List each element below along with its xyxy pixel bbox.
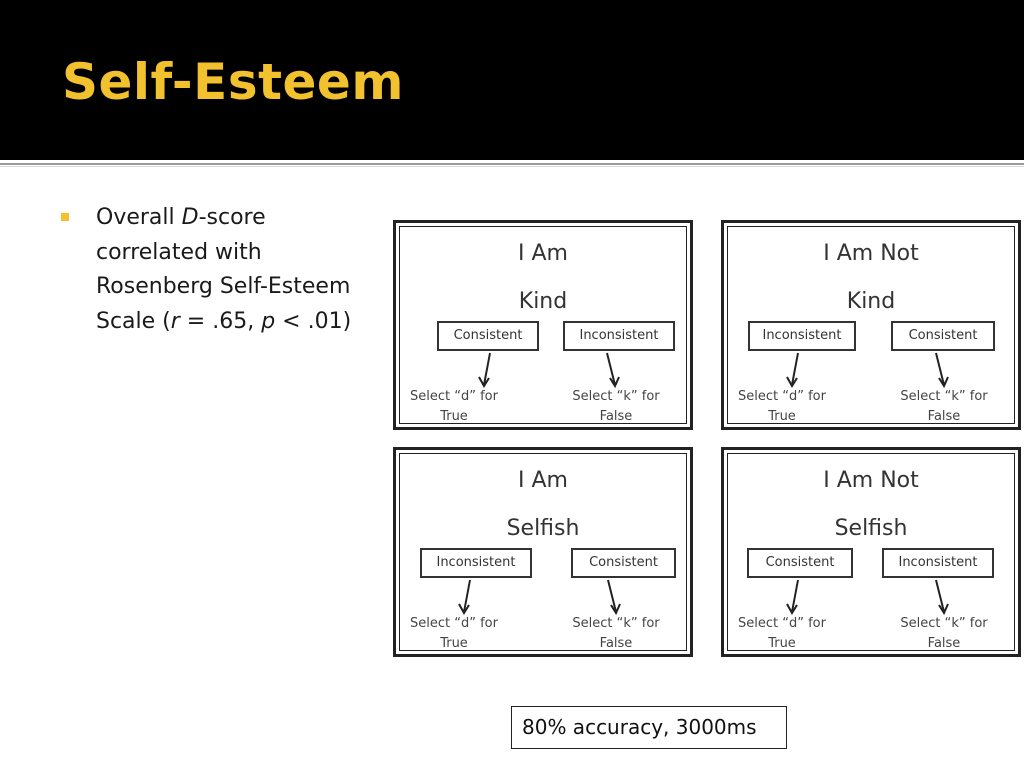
bullet-r-italic: r xyxy=(170,308,180,334)
instruction-line: True xyxy=(440,636,468,651)
instruction-line: True xyxy=(768,636,796,651)
arrow-left-icon xyxy=(786,352,799,388)
instruction-line: Select “d” for xyxy=(738,616,826,631)
option-left: Inconsistent xyxy=(748,321,856,351)
instruction-line: False xyxy=(599,636,633,651)
bullet-d-italic: D xyxy=(181,205,199,230)
arrow-right-icon xyxy=(935,352,949,389)
instruction-line: Select “d” for xyxy=(410,616,498,631)
arrow-right-icon xyxy=(606,352,620,389)
bullet-marker-icon xyxy=(61,213,69,221)
instruction-line: Select “d” for xyxy=(410,389,498,404)
bullet-text-part: = .65, xyxy=(179,308,262,334)
bullet-text-part: -score correlated with Rosenberg Self-Es… xyxy=(96,205,351,334)
title-divider-light xyxy=(0,166,1024,167)
panel-line-1: I Am xyxy=(518,468,568,493)
option-left: Consistent xyxy=(747,548,853,578)
slide-title: Self-Esteem xyxy=(62,53,404,111)
panel-line-1: I Am Not xyxy=(823,241,919,266)
panel-line-2: Kind xyxy=(846,289,896,314)
arrow-left-icon xyxy=(786,579,799,615)
instruction-line: True xyxy=(440,409,468,424)
instruction-line: False xyxy=(927,636,961,651)
option-right: Inconsistent xyxy=(882,548,994,578)
panel-line-2: Selfish xyxy=(506,516,580,541)
panel-i-am-not-selfish: I Am Not Selfish Consistent Inconsistent… xyxy=(721,447,1021,657)
panel-line-2: Selfish xyxy=(834,516,908,541)
title-divider xyxy=(0,163,1024,165)
instruction-line: Select “k” for xyxy=(572,616,660,631)
panel-line-2: Kind xyxy=(518,289,568,314)
bullet-p-italic: p xyxy=(261,308,276,334)
arrow-right-icon xyxy=(607,579,621,616)
option-right: Consistent xyxy=(891,321,995,351)
accuracy-note: 80% accuracy, 3000ms xyxy=(511,706,787,749)
instruction-line: Select “d” for xyxy=(738,389,826,404)
instruction-line: Select “k” for xyxy=(572,389,660,404)
instruction-line: False xyxy=(927,409,961,424)
arrow-right-icon xyxy=(935,579,949,616)
option-right: Consistent xyxy=(571,548,676,578)
panel-i-am-not-kind: I Am Not Kind Inconsistent Consistent Se… xyxy=(721,220,1021,430)
bullet-text-part: < .01) xyxy=(275,308,352,334)
arrow-left-icon xyxy=(478,352,491,388)
panel-line-1: I Am xyxy=(518,241,568,266)
instruction-line: False xyxy=(599,409,633,424)
option-left: Inconsistent xyxy=(420,548,532,578)
bullet-text-part: Overall xyxy=(96,205,182,230)
instruction-line: Select “k” for xyxy=(900,616,988,631)
panel-i-am-kind: I Am Kind Consistent Inconsistent Select… xyxy=(393,220,693,430)
bullet-text: Overall D-score correlated with Rosenber… xyxy=(96,201,366,339)
instruction-line: True xyxy=(768,409,796,424)
arrow-left-icon xyxy=(458,579,471,615)
title-bar: Self-Esteem xyxy=(0,0,1024,160)
panel-line-1: I Am Not xyxy=(823,468,919,493)
panel-i-am-selfish: I Am Selfish Inconsistent Consistent Sel… xyxy=(393,447,693,657)
option-right: Inconsistent xyxy=(563,321,675,351)
option-left: Consistent xyxy=(437,321,539,351)
instruction-line: Select “k” for xyxy=(900,389,988,404)
